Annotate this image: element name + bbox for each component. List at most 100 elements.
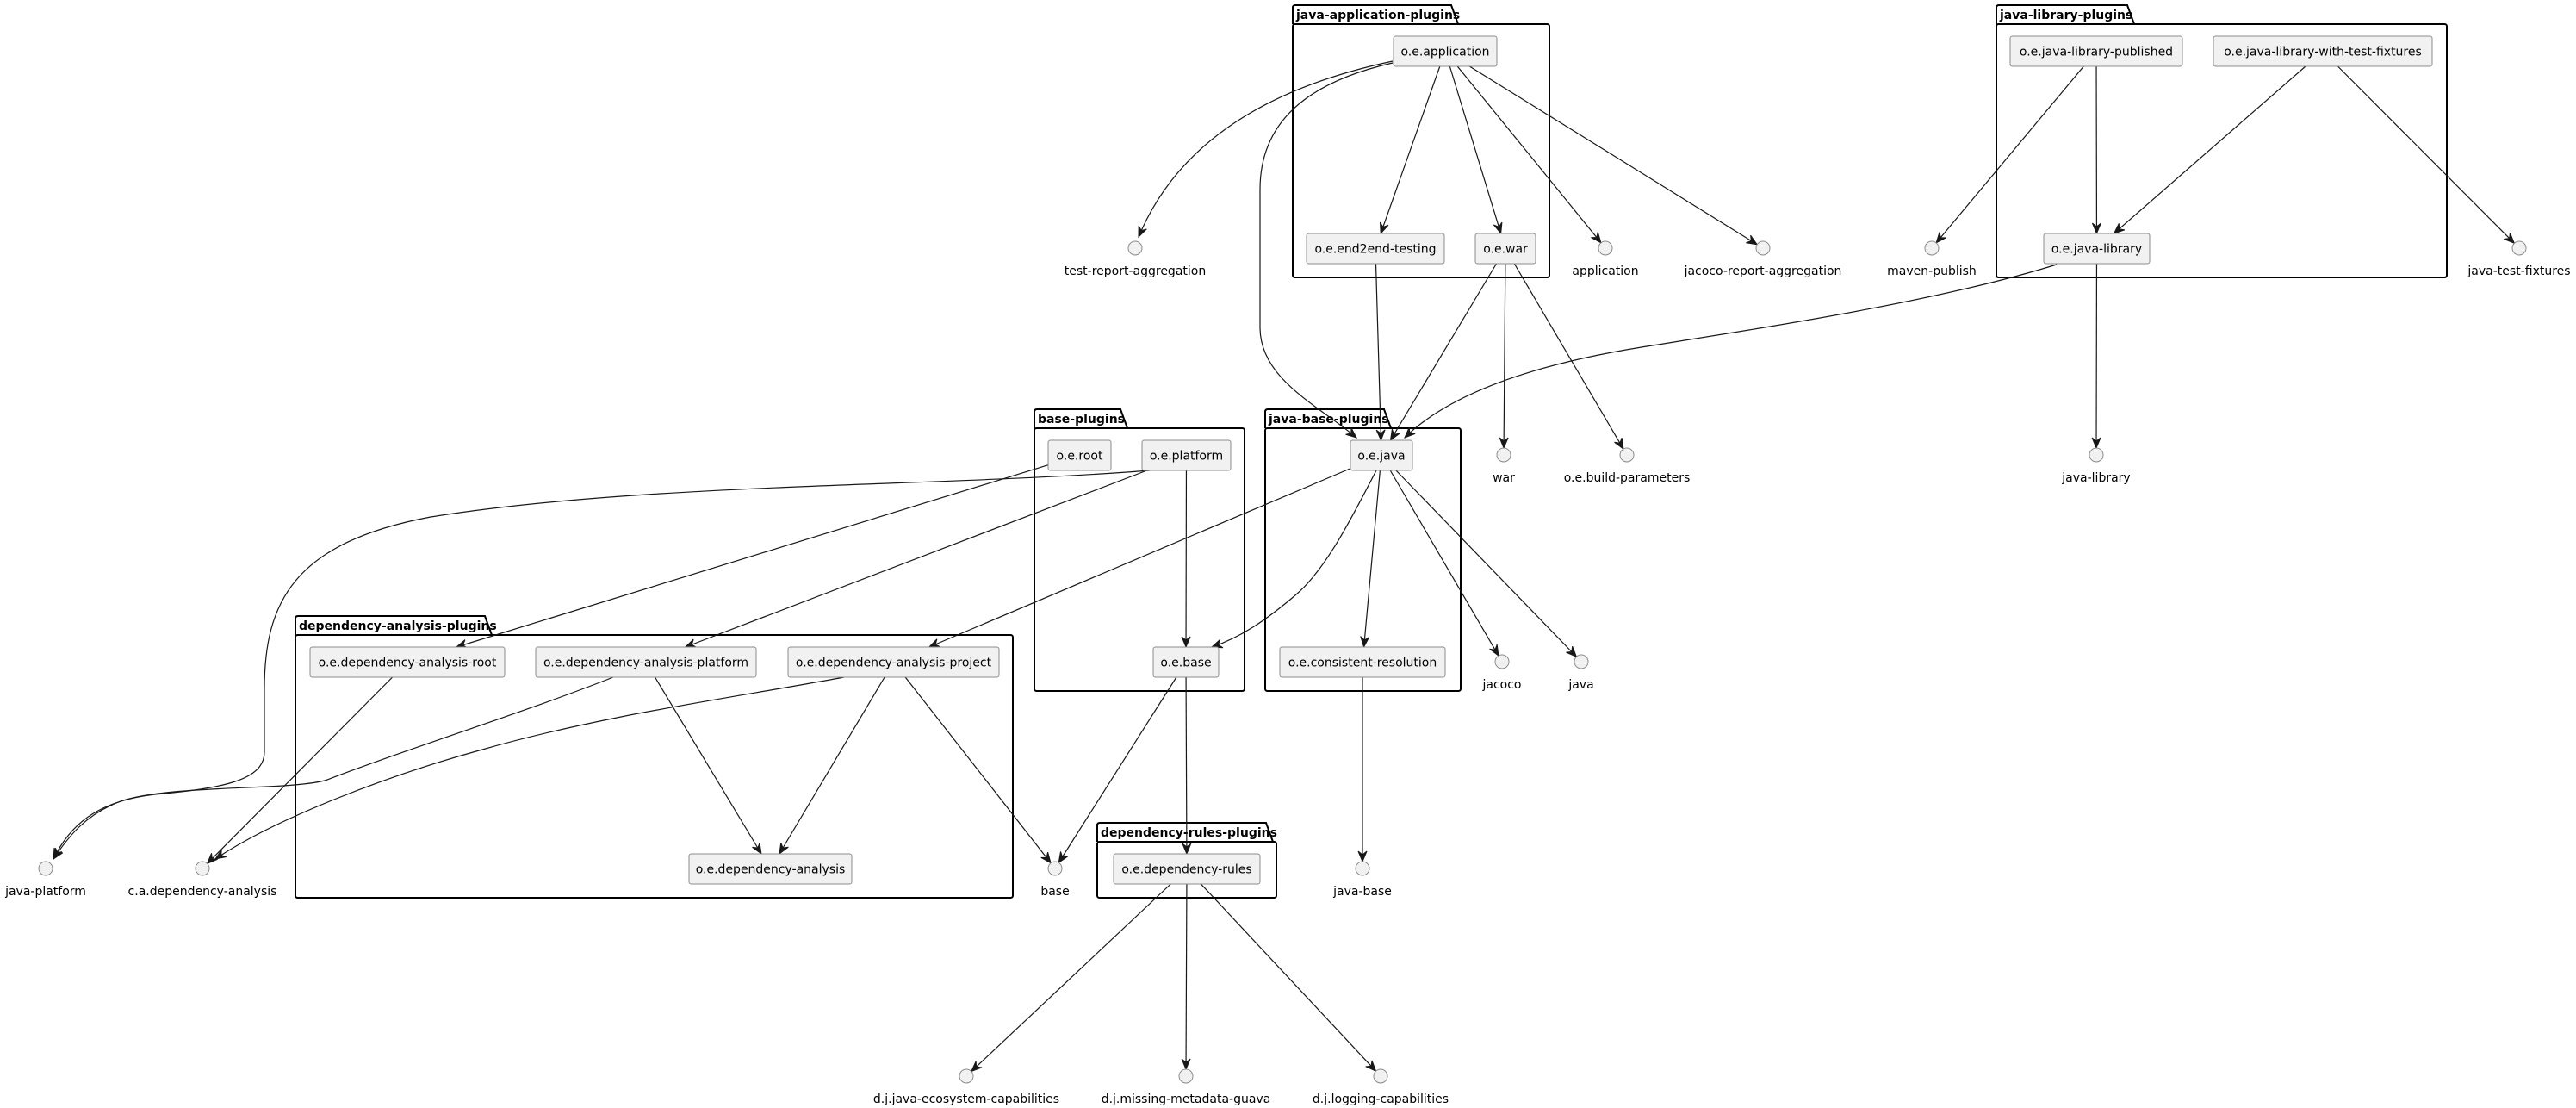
interface-circle-icon[interactable] xyxy=(1178,1068,1194,1084)
arrowhead xyxy=(1746,234,1759,246)
component-jlp[interactable]: o.e.java-library-published xyxy=(2009,35,2183,67)
component-box[interactable] xyxy=(2213,35,2433,67)
interface-label: java-test-fixtures xyxy=(2467,265,2570,278)
component-box[interactable] xyxy=(1306,233,1445,265)
interface-i-jacoco[interactable]: jacoco xyxy=(1482,654,1522,692)
component-jl[interactable]: o.e.java-library xyxy=(2043,233,2151,265)
component-platform[interactable]: o.e.platform xyxy=(1141,439,1232,471)
interface-circle-icon[interactable] xyxy=(1619,447,1635,463)
edge-dapr-to-da xyxy=(779,676,885,856)
component-jltf[interactable]: o.e.java-library-with-test-fixtures xyxy=(2213,35,2433,67)
component-box[interactable] xyxy=(1047,439,1112,471)
component-box[interactable] xyxy=(1152,646,1220,678)
component-box[interactable] xyxy=(2009,35,2183,67)
edge-app-to-war xyxy=(1449,65,1503,235)
component-box[interactable] xyxy=(1474,233,1536,265)
component-box[interactable] xyxy=(1350,439,1413,471)
component-box[interactable] xyxy=(787,646,1000,678)
interface-circle-icon[interactable] xyxy=(1047,861,1063,876)
interface-label: d.j.logging-capabilities xyxy=(1313,1092,1449,1106)
component-java[interactable]: o.e.java xyxy=(1350,439,1413,471)
arrowhead xyxy=(2091,437,2101,450)
component-war[interactable]: o.e.war xyxy=(1474,233,1536,265)
interface-circle-icon[interactable] xyxy=(959,1068,974,1084)
edge-jlp-to-i-mp xyxy=(1935,65,2084,244)
component-cr[interactable]: o.e.consistent-resolution xyxy=(1279,646,1446,678)
edge-line xyxy=(2114,65,2306,234)
component-dr[interactable]: o.e.dependency-rules xyxy=(1113,853,1261,885)
interface-circle-icon[interactable] xyxy=(1755,240,1771,256)
arrowhead xyxy=(1379,221,1389,235)
component-box[interactable] xyxy=(2043,233,2151,265)
interface-circle-icon[interactable] xyxy=(38,861,53,876)
edge-line xyxy=(1503,263,1506,449)
edge-app-to-i-application xyxy=(1456,65,1602,244)
interface-circle-icon[interactable] xyxy=(2089,447,2104,463)
interface-label: c.a.dependency-analysis xyxy=(128,885,277,899)
component-label: o.e.dependency-analysis xyxy=(696,863,846,877)
arrowhead xyxy=(1489,644,1499,657)
component-box[interactable] xyxy=(1279,646,1446,678)
arrowhead xyxy=(1181,636,1191,649)
interface-i-cada[interactable]: c.a.dependency-analysis xyxy=(128,861,277,899)
component-label: o.e.java-library-published xyxy=(2020,46,2173,59)
interface-i-application[interactable]: application xyxy=(1572,240,1639,278)
component-da[interactable]: o.e.dependency-analysis xyxy=(688,853,853,885)
interface-i-djjec[interactable]: d.j.java-ecosystem-capabilities xyxy=(873,1068,1059,1106)
interface-i-djlc[interactable]: d.j.logging-capabilities xyxy=(1313,1068,1449,1106)
interface-circle-icon[interactable] xyxy=(195,861,210,876)
package-base-plugins: base-plugins xyxy=(1034,408,1245,692)
interface-i-bp[interactable]: o.e.build-parameters xyxy=(1564,447,1691,485)
interface-i-jp[interactable]: java-platform xyxy=(4,861,86,899)
edge-line xyxy=(456,464,1049,648)
interface-circle-icon[interactable] xyxy=(1574,654,1589,669)
edge-line xyxy=(1404,264,2058,439)
interface-i-base[interactable]: base xyxy=(1040,861,1070,899)
component-box[interactable] xyxy=(1141,439,1232,471)
interface-circle-icon[interactable] xyxy=(1496,447,1511,463)
interface-label: java-library xyxy=(2061,471,2130,485)
interface-circle-icon[interactable] xyxy=(1494,654,1510,669)
interface-circle-icon[interactable] xyxy=(1355,861,1370,876)
component-base[interactable]: o.e.base xyxy=(1152,646,1220,678)
component-box[interactable] xyxy=(688,853,853,885)
component-app[interactable]: o.e.application xyxy=(1393,35,1498,67)
arrowhead xyxy=(1182,843,1192,856)
interface-i-jtf[interactable]: java-test-fixtures xyxy=(2467,240,2571,278)
edge-line xyxy=(1468,65,1758,246)
component-dap[interactable]: o.e.dependency-analysis-platform xyxy=(535,646,757,678)
component-label: o.e.platform xyxy=(1150,450,1223,464)
interface-i-war[interactable]: war xyxy=(1493,447,1515,485)
component-box[interactable] xyxy=(535,646,757,678)
edge-line xyxy=(1380,65,1441,234)
interface-i-tra[interactable]: test-report-aggregation xyxy=(1065,240,1206,278)
edge-line xyxy=(1058,676,1177,863)
component-label: o.e.java xyxy=(1357,450,1405,464)
component-box[interactable] xyxy=(1113,853,1261,885)
component-dapr[interactable]: o.e.dependency-analysis-project xyxy=(787,646,1000,678)
edge-base-to-i-base xyxy=(1058,676,1177,864)
interface-circle-icon[interactable] xyxy=(1924,240,1940,256)
component-box[interactable] xyxy=(309,646,506,678)
component-dar[interactable]: o.e.dependency-analysis-root xyxy=(309,646,506,678)
interface-circle-icon[interactable] xyxy=(1373,1068,1388,1084)
interface-label: base xyxy=(1040,885,1069,899)
edge-line xyxy=(685,470,1147,648)
interface-i-jb[interactable]: java-base xyxy=(1332,861,1392,899)
arrowhead xyxy=(2091,222,2101,235)
component-root[interactable]: o.e.root xyxy=(1047,439,1112,471)
interface-i-mp[interactable]: maven-publish xyxy=(1887,240,1977,278)
interface-circle-icon[interactable] xyxy=(1127,240,1143,256)
edge-line xyxy=(655,676,762,855)
interface-circle-icon[interactable] xyxy=(2511,240,2527,256)
arrowhead xyxy=(53,848,64,861)
interface-i-java[interactable]: java xyxy=(1567,654,1594,692)
interface-i-jra[interactable]: jacoco-report-aggregation xyxy=(1684,240,1842,278)
component-box[interactable] xyxy=(1393,35,1498,67)
interface-i-djmmg[interactable]: d.j.missing-metadata-guava xyxy=(1102,1068,1271,1106)
component-e2e[interactable]: o.e.end2end-testing xyxy=(1306,233,1445,265)
interface-i-jl[interactable]: java-library xyxy=(2061,447,2131,485)
arrowhead xyxy=(206,853,218,865)
arrowhead xyxy=(214,849,227,860)
interface-circle-icon[interactable] xyxy=(1598,240,1613,256)
